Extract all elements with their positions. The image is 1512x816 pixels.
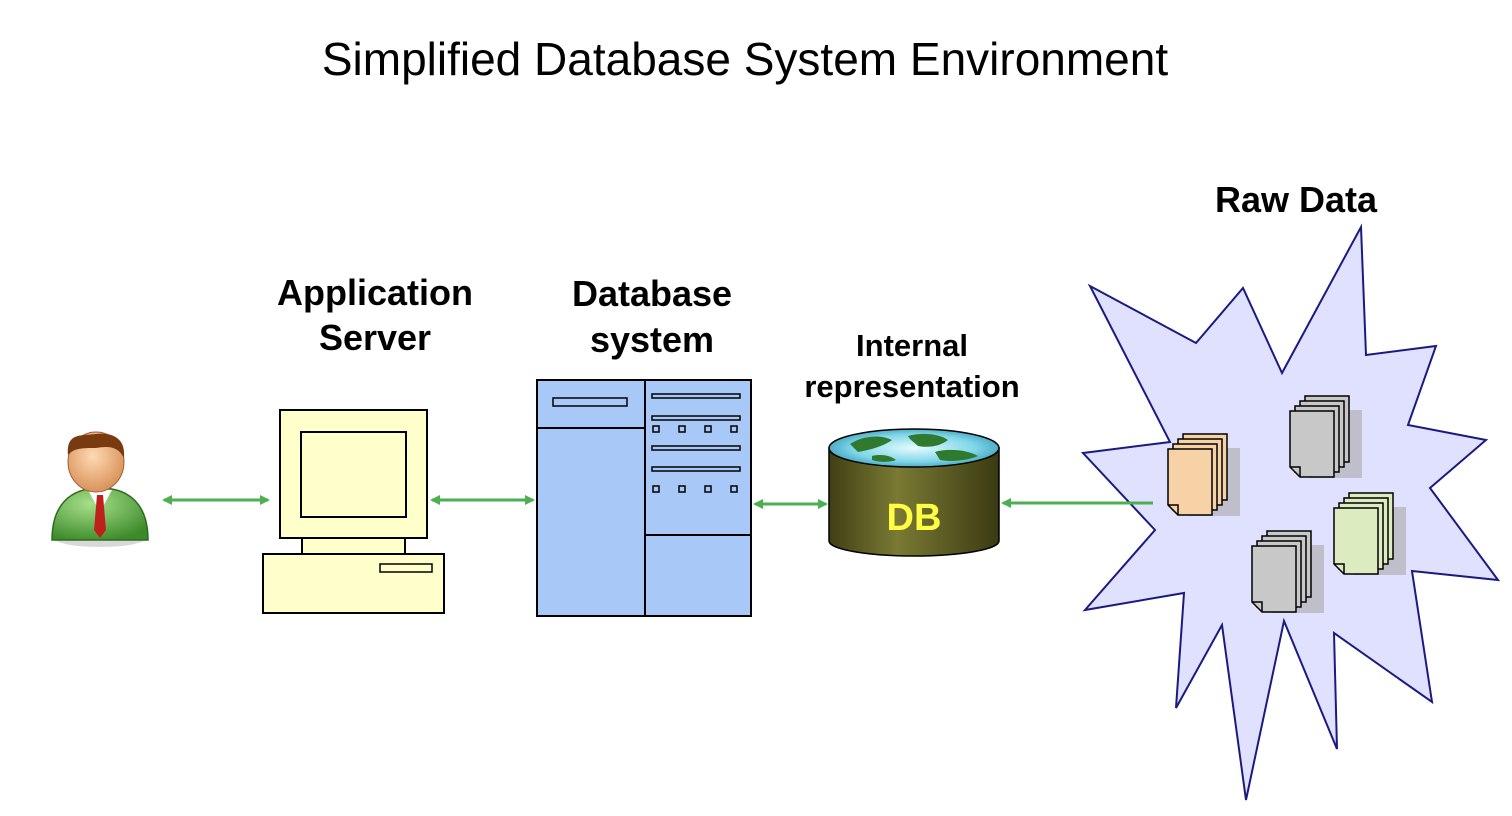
database-system-label-line1: Database — [572, 273, 732, 314]
document-stack-icon — [1167, 433, 1240, 516]
computer-icon — [262, 409, 445, 614]
application-server-label-line2: Server — [319, 317, 431, 358]
database-system-label-line2: system — [590, 319, 714, 360]
application-server-label-line1: Application — [277, 272, 473, 313]
internal-representation-label-line2: representation — [804, 369, 1019, 404]
document-stack-icon — [1251, 530, 1324, 613]
raw-data-label: Raw Data — [1215, 179, 1378, 220]
db-label: DB — [887, 497, 942, 539]
server-cabinet-icon — [536, 379, 752, 617]
user-icon — [51, 431, 149, 547]
internal-representation-label-line1: Internal — [856, 328, 968, 363]
document-stack-icon — [1289, 395, 1362, 478]
page-title: Simplified Database System Environment — [322, 33, 1168, 85]
starburst-icon — [1080, 223, 1501, 801]
database-cylinder-icon: DB — [828, 428, 1000, 557]
document-stack-icon — [1333, 492, 1406, 575]
